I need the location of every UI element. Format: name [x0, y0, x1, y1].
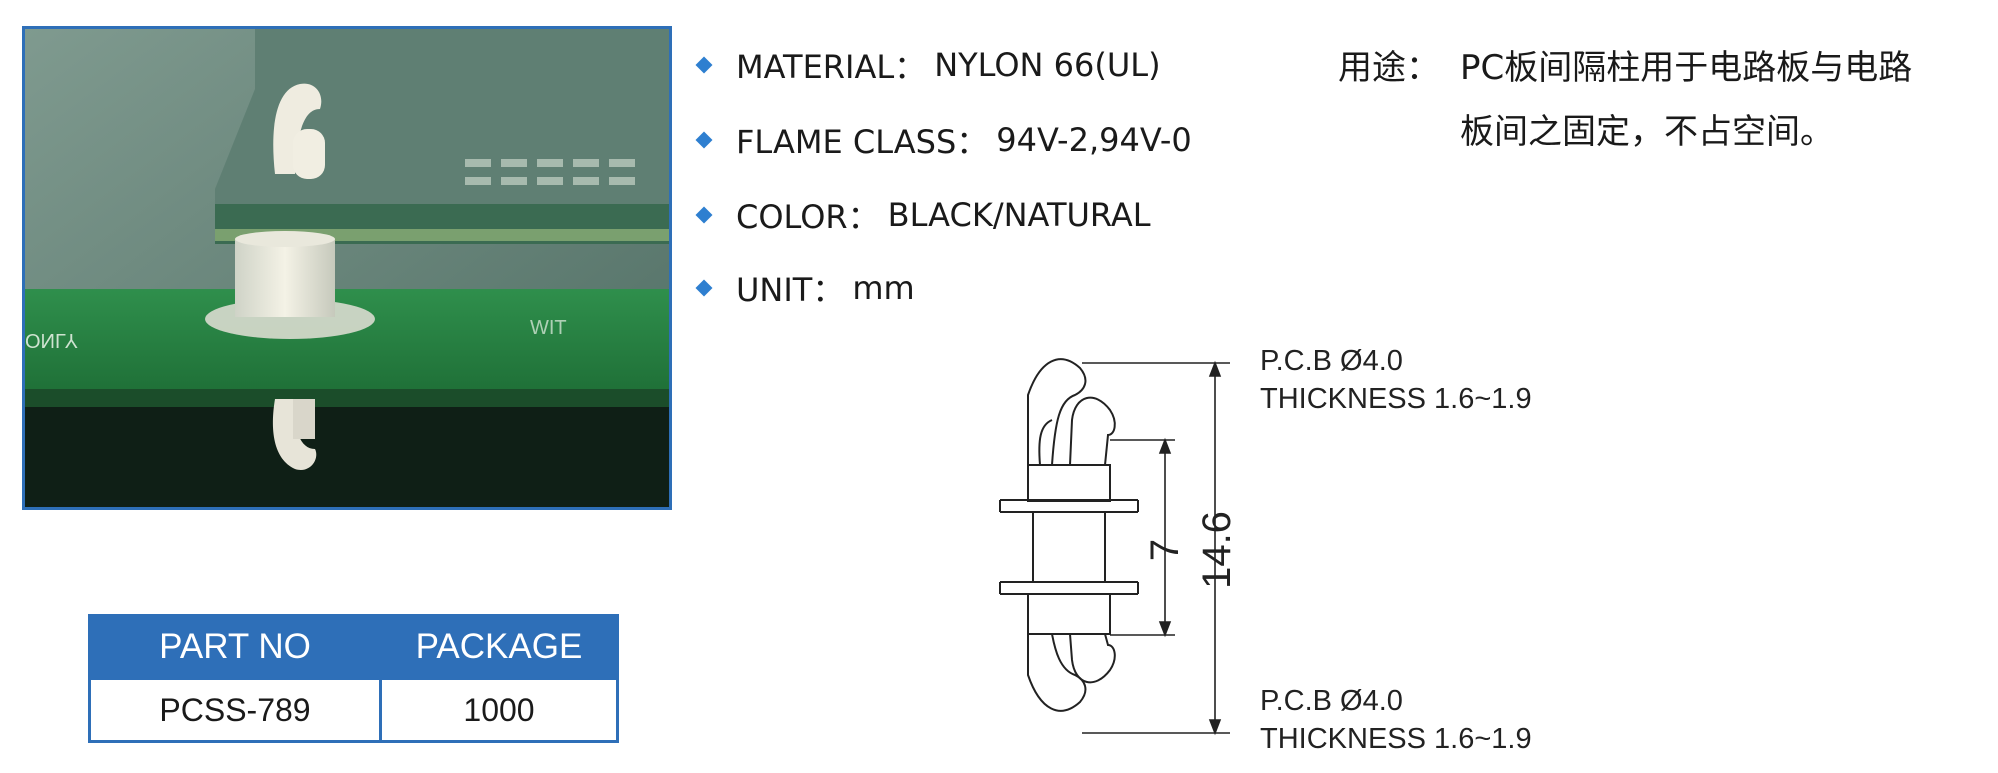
- top-note-pcb: P.C.B Ø4.0: [1260, 345, 1403, 377]
- diamond-bullet-icon: [695, 131, 713, 149]
- spec-value: mm: [852, 269, 915, 307]
- header-part-no: PART NO: [88, 614, 382, 680]
- diamond-bullet-icon: [695, 279, 713, 297]
- top-note-thickness: THICKNESS 1.6~1.9: [1260, 383, 1532, 415]
- usage-label: 用途：: [1338, 48, 1440, 88]
- dimension-lines: [1082, 360, 1230, 736]
- cell-package: 1000: [379, 677, 619, 743]
- spec-value: NYLON 66(UL): [934, 46, 1161, 84]
- spec-label: FLAME CLASS：: [736, 123, 989, 161]
- header-package: PACKAGE: [379, 614, 619, 680]
- spacer-outline: [999, 358, 1139, 712]
- usage-text-line1: PC板间隔柱用于电路板与电路: [1460, 48, 1913, 88]
- part-table: PART NO PACKAGE PCSS-789 1000: [88, 614, 619, 743]
- silkscreen-left: ONLY: [25, 329, 78, 351]
- bottom-note-pcb: P.C.B Ø4.0: [1260, 685, 1403, 717]
- spec-flame-class: FLAME CLASS： 94V-2,94V-0: [695, 117, 1192, 163]
- spec-unit: UNIT： mm: [695, 265, 915, 311]
- bottom-note-thickness: THICKNESS 1.6~1.9: [1260, 723, 1532, 755]
- spec-label: COLOR：: [736, 198, 880, 236]
- spec-color: COLOR： BLACK/NATURAL: [695, 192, 1151, 238]
- spec-value: 94V-2,94V-0: [996, 121, 1192, 159]
- dim-inner-label: 7: [1143, 539, 1187, 561]
- technical-drawing: 7 14.6 P.C.B Ø4.0 THICKNESS 1.6~1.9 P.C.…: [999, 345, 1532, 755]
- spec-material: MATERIAL： NYLON 66(UL): [695, 42, 1161, 88]
- table-header-row: PART NO PACKAGE: [88, 614, 619, 680]
- table-row: PCSS-789 1000: [88, 677, 619, 743]
- product-photo: ONLY WIT: [22, 26, 672, 510]
- diamond-bullet-icon: [695, 206, 713, 224]
- spec-label: UNIT：: [736, 271, 845, 309]
- silkscreen-right: WIT: [530, 317, 567, 339]
- pcb-spacer-photo: ONLY WIT: [25, 29, 669, 507]
- usage-text-line2: 板间之固定，不占空间。: [1460, 112, 1834, 152]
- spec-label: MATERIAL：: [736, 48, 927, 86]
- cell-part-no: PCSS-789: [88, 677, 382, 743]
- dim-overall-label: 14.6: [1195, 511, 1239, 589]
- diamond-bullet-icon: [695, 56, 713, 74]
- spec-value: BLACK/NATURAL: [887, 196, 1151, 234]
